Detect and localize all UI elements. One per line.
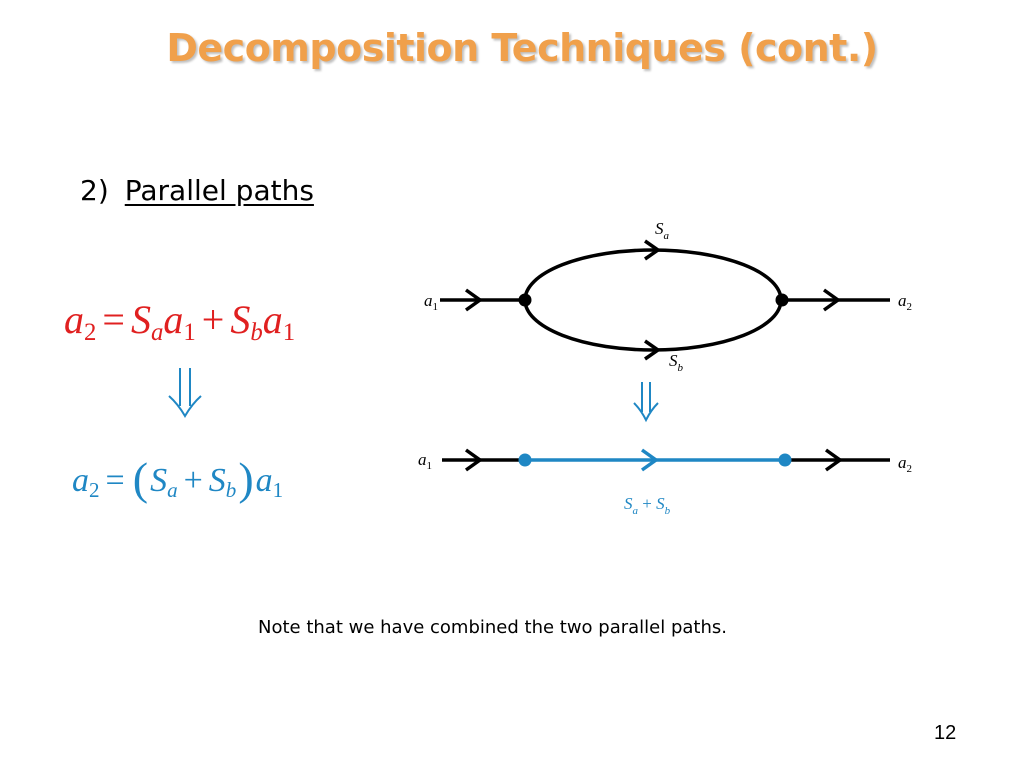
parallel-paths-graph: a1 a2 Sa Sb [424, 219, 912, 374]
bottom-output-label: a2 [898, 453, 912, 475]
implies-down-arrow-icon [168, 368, 202, 418]
lower-branch-arrow-icon [644, 339, 662, 361]
page-number: 12 [934, 722, 957, 744]
combined-gain-label: Sa + Sb [624, 494, 671, 517]
equation-combined-path: a2=(Sa+Sb)a1 [72, 453, 284, 504]
combined-middle-arrow-icon [640, 448, 660, 472]
join-node [775, 293, 789, 307]
top-output-label: a2 [898, 291, 912, 313]
equation-sum-of-paths: a2=Saa1+Sba1 [64, 297, 296, 346]
slide-note: Note that we have combined the two paral… [258, 617, 727, 638]
bottom-input-label: a1 [418, 450, 432, 472]
section-number: 2) [80, 174, 109, 207]
top-input-label: a1 [424, 291, 438, 313]
combined-end-node [778, 453, 792, 467]
combined-path-graph: a1 a2 Sa + Sb [418, 448, 912, 517]
section-title: Parallel paths [124, 174, 314, 207]
slide-title: Decomposition Techniques (cont.) [166, 26, 878, 70]
lower-branch-gain-label: Sb [669, 351, 684, 374]
diagram-implies-down-arrow-icon [633, 382, 659, 423]
split-node [518, 293, 532, 307]
parallel-branches-loop [523, 248, 783, 352]
combined-input-arrow-icon [464, 448, 484, 472]
input-arrow-icon [464, 288, 484, 312]
upper-branch-gain-label: Sa [655, 219, 670, 242]
combined-start-node [518, 453, 532, 467]
output-arrow-icon [822, 288, 842, 312]
combined-output-arrow-icon [824, 448, 844, 472]
upper-branch-arrow-icon [644, 239, 662, 261]
section-heading: 2) Parallel paths [80, 174, 314, 207]
